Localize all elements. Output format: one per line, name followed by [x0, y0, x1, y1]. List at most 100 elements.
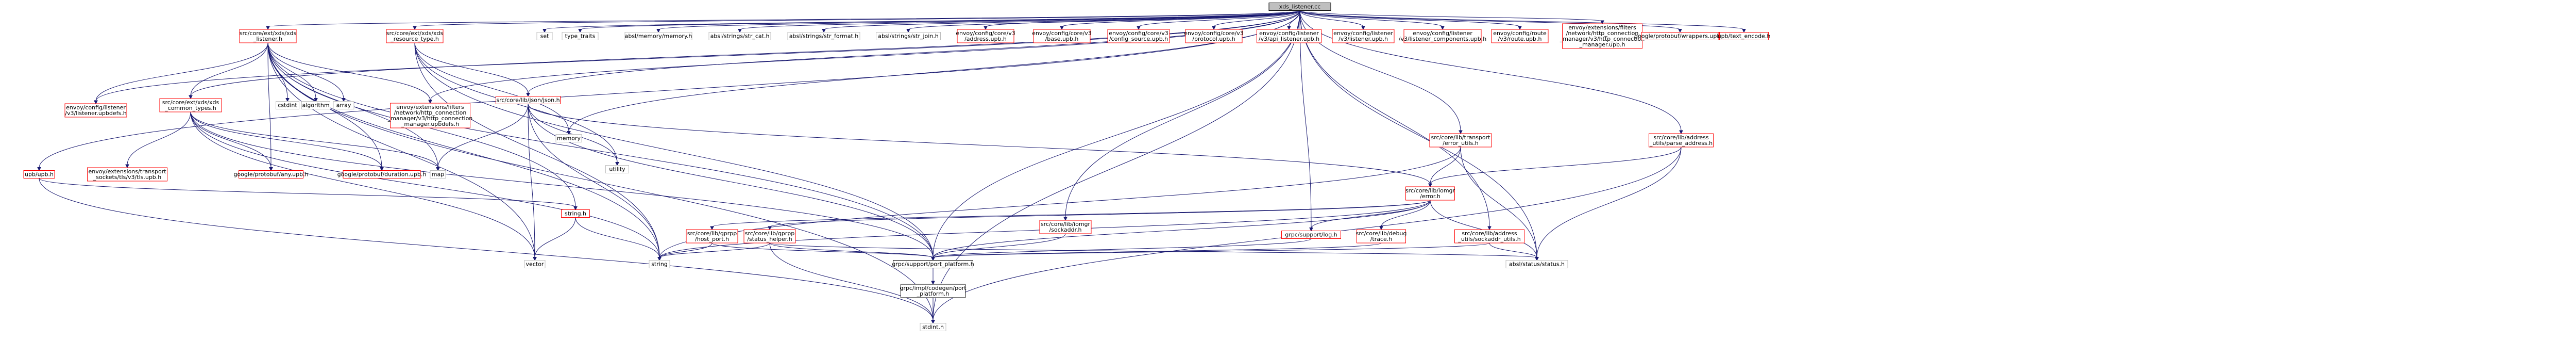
include-node-envoy_tls_upb[interactable]: envoy/extensions/transport_sockets/tls/v…	[87, 167, 167, 182]
node-label-line: /error_utils.h	[1443, 140, 1478, 147]
include-node-google_wrappers[interactable]: google/protobuf/wrappers.upb.h	[1634, 32, 1726, 40]
node-label-line: cstdint	[278, 102, 297, 109]
edge-xds_listener_h-to-envoy_hcm_upbdefs	[267, 42, 431, 101]
node-label-line: _manager.upbdefs.h	[401, 121, 459, 127]
include-node-envoy_listener[interactable]: envoy/config/listener/v3/listener.upb.h	[1332, 29, 1395, 43]
include-node-envoy_route[interactable]: envoy/config/route/v3/route.upb.h	[1491, 29, 1549, 43]
node-box	[605, 165, 629, 173]
include-node-stdint_h[interactable]: stdint.h	[920, 323, 946, 331]
include-node-map[interactable]: map	[430, 170, 446, 178]
node-label-line: upb/upb.h	[25, 171, 54, 178]
include-node-trace_h[interactable]: src/core/lib/debug/trace.h	[1356, 229, 1407, 244]
include-node-envoy_address[interactable]: envoy/config/core/v3/address.upb.h	[956, 29, 1015, 43]
include-node-error_utils_h[interactable]: src/core/lib/transport/error_utils.h	[1429, 133, 1492, 148]
node-label-line: xds_listener.cc	[1279, 4, 1321, 10]
arrowhead	[768, 226, 772, 231]
arrowhead	[125, 164, 129, 169]
arrowhead	[1361, 26, 1365, 30]
include-node-upb_text_encode[interactable]: upb/text_encode.h	[1718, 32, 1771, 40]
include-node-envoy_config_source[interactable]: envoy/config/core/v3/config_source.upb.h	[1107, 29, 1170, 43]
include-node-memory[interactable]: memory	[555, 134, 582, 142]
node-label-line: _sockets/tls/v3/tls.upb.h	[93, 174, 162, 181]
arrowhead	[1309, 228, 1313, 232]
arrowhead	[526, 93, 530, 97]
include-node-upb_h[interactable]: upb/upb.h	[23, 170, 55, 178]
arrowhead	[285, 98, 290, 102]
node-label-line: map	[432, 171, 444, 178]
edge-json_h-to-port_platform_h	[528, 104, 934, 258]
node-box	[893, 260, 973, 268]
include-node-xds_listener_h[interactable]: src/core/ext/xds/xds_listener.h	[239, 29, 297, 43]
include-node-host_port_h[interactable]: src/core/lib/gprpp/host_port.h	[686, 229, 738, 244]
node-box	[1332, 29, 1395, 43]
node-box	[87, 167, 167, 182]
node-box	[1641, 32, 1719, 40]
node-box	[1257, 29, 1321, 43]
node-label-line: absl/memory/memory.h	[625, 33, 692, 40]
include-node-grpc_log_h[interactable]: grpc/support/log.h	[1281, 231, 1341, 239]
include-node-status_helper_h[interactable]: src/core/lib/gprpp/status_helper.h	[743, 229, 796, 244]
edge-error_h-to-trace_h	[1381, 200, 1431, 228]
include-node-google_duration[interactable]: google/protobuf/duration.upb.h	[337, 170, 427, 178]
edge-xds_listener_h-to-algorithm	[267, 42, 316, 99]
include-node-envoy_api_listener[interactable]: envoy/config/listener/v3/api_listener.up…	[1257, 29, 1321, 43]
node-label-line: src/core/lib/gprpp	[687, 230, 737, 237]
node-box	[743, 229, 796, 244]
edge-xds_listener_h-to-string	[267, 42, 660, 258]
edge-error_h-to-absl_status	[1430, 200, 1537, 258]
include-node-cstdint[interactable]: cstdint	[276, 101, 299, 109]
include-node-sockaddr_h[interactable]: src/core/lib/iomgr/sockaddr.h	[1039, 220, 1092, 234]
include-node-envoy_base[interactable]: envoy/config/core/v3/base.upb.h	[1032, 29, 1092, 43]
node-label-line: google/protobuf/duration.upb.h	[337, 171, 427, 178]
node-box	[562, 32, 599, 40]
include-node-port_platform_impl[interactable]: grpc/impl/codegen/port_platform.h	[900, 284, 967, 298]
include-node-utility[interactable]: utility	[605, 165, 629, 173]
include-node-absl_str_join[interactable]: absl/strings/str_join.h	[876, 32, 941, 40]
include-node-vector[interactable]: vector	[524, 260, 546, 268]
include-node-envoy_hcm_upb[interactable]: envoy/extensions/filters/network/http_co…	[1560, 23, 1645, 49]
include-node-absl_memory[interactable]: absl/memory/memory.h	[624, 32, 692, 40]
include-node-absl_str_format[interactable]: absl/strings/str_format.h	[787, 32, 860, 40]
node-label-line: absl/status/status.h	[1509, 261, 1565, 268]
edge-error_h-to-port_platform_h	[933, 200, 1431, 258]
include-node-array[interactable]: array	[333, 101, 354, 109]
include-node-envoy_listener_components[interactable]: envoy/config/listener/v3/listener_compon…	[1399, 29, 1486, 43]
include-node-parse_address_h[interactable]: src/core/lib/address_utils/parse_address…	[1649, 133, 1714, 148]
edge-error_utils_h-to-error_h	[1430, 147, 1461, 185]
edge-root-to-envoy_listener_upbdefs	[95, 10, 1300, 102]
include-node-json_h[interactable]: src/core/lib/json/json.h	[496, 96, 561, 104]
include-node-absl_status[interactable]: absl/status/status.h	[1505, 260, 1568, 268]
edge-trace_h-to-port_platform_h	[933, 242, 1382, 258]
node-label-line: /base.upb.h	[1045, 36, 1079, 42]
include-node-xds_resource_type_h[interactable]: src/core/ext/xds/xds_resource_type.h	[386, 29, 444, 43]
include-node-string[interactable]: string	[649, 260, 670, 268]
include-node-absl_str_cat[interactable]: absl/strings/str_cat.h	[708, 32, 771, 40]
include-node-error_h[interactable]: src/core/lib/iomgr/error.h	[1405, 186, 1455, 201]
include-node-xds_common_types_h[interactable]: src/core/ext/xds/xds_common_types.h	[159, 98, 222, 112]
include-node-type_traits[interactable]: type_traits	[562, 32, 599, 40]
node-label-line: /v3/route.upb.h	[1498, 36, 1542, 42]
node-box	[1562, 23, 1642, 49]
arrowhead	[1487, 226, 1492, 231]
edge-xds_resource_type_h-to-string	[414, 42, 660, 258]
edge-xds_listener_h-to-xds_common_types_h	[190, 42, 268, 96]
node-box	[787, 32, 860, 40]
include-node-google_any[interactable]: google/protobuf/any.upb.h	[233, 170, 309, 178]
include-node-algorithm[interactable]: algorithm	[301, 101, 330, 109]
include-node-sockaddr_utils_h[interactable]: src/core/lib/address_utils/sockaddr_util…	[1454, 229, 1524, 244]
include-node-envoy_protocol[interactable]: envoy/config/core/v3/protocol.upb.h	[1184, 29, 1244, 43]
arrowhead	[656, 29, 660, 33]
arrowhead	[1679, 130, 1683, 135]
include-node-envoy_listener_upbdefs[interactable]: envoy/config/listener/v3/listener.upbdef…	[64, 103, 127, 118]
edge-json_h-to-error_h	[528, 104, 1431, 185]
node-box	[301, 101, 330, 109]
include-node-envoy_hcm_upbdefs[interactable]: envoy/extensions/filters/network/http_co…	[387, 103, 473, 128]
node-label-line: envoy/config/route	[1493, 30, 1547, 37]
node-label-line: /v3/api_listener.upb.h	[1259, 36, 1319, 42]
include-node-string_h[interactable]: string.h	[561, 209, 590, 218]
arrowhead	[657, 257, 662, 261]
include-node-port_platform_h[interactable]: grpc/support/port_platform.h	[892, 260, 974, 268]
node-box	[686, 229, 738, 244]
arrowhead	[413, 26, 417, 30]
include-node-set[interactable]: set	[536, 32, 553, 40]
